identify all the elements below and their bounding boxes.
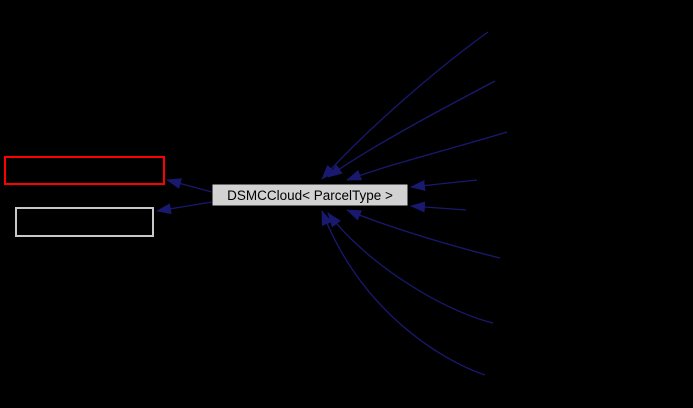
edge-incoming-3 <box>346 131 508 181</box>
center-node-label: DSMCCloud< ParcelType > <box>227 188 393 203</box>
edge-base-red <box>166 178 213 193</box>
edge-incoming-4 <box>410 179 478 191</box>
base-node-red[interactable] <box>4 156 165 185</box>
edge-incoming-1 <box>321 31 489 180</box>
edge-incoming-7 <box>327 212 494 324</box>
incoming-edges <box>321 31 508 376</box>
edge-base-gray <box>156 201 213 215</box>
center-node[interactable]: DSMCCloud< ParcelType > <box>211 183 409 207</box>
outgoing-edges <box>156 178 213 215</box>
center-node-box[interactable] <box>211 183 409 207</box>
base-node-gray[interactable] <box>15 207 154 237</box>
edge-incoming-6 <box>346 209 501 259</box>
edge-incoming-5 <box>410 201 467 213</box>
edge-incoming-2 <box>327 80 496 178</box>
edge-incoming-8 <box>321 210 486 376</box>
